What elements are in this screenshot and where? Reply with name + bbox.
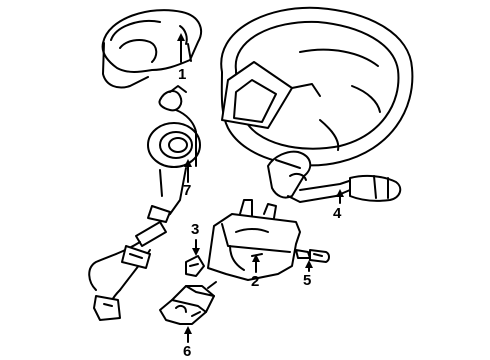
callout-5: 5: [303, 272, 312, 289]
clock-spring-part-7: [88, 85, 201, 321]
callout-7: 7: [183, 182, 192, 199]
callout-3: 3: [191, 221, 200, 238]
steering-wheel: [220, 6, 414, 167]
column-shroud-part-1: [101, 9, 202, 89]
callout-4: 4: [333, 205, 342, 222]
callout-1: 1: [178, 66, 187, 83]
leader-arrow-3: [192, 248, 200, 256]
multifunction-switch-part-4: [267, 150, 402, 203]
bulb-part-5: [295, 249, 330, 263]
callout-2: 2: [251, 273, 260, 290]
leader-arrow-7: [184, 159, 192, 167]
leader-arrow-4: [336, 189, 344, 197]
leader-arrow-6: [184, 326, 192, 334]
leader-arrow-5: [305, 260, 313, 268]
clip-part-3: [185, 255, 205, 277]
leader-arrow-2: [252, 254, 260, 262]
callout-6: 6: [183, 343, 192, 360]
lower-shroud-part-2: [207, 199, 301, 281]
leader-arrow-1: [177, 33, 185, 41]
ignition-module-part-6: [159, 281, 217, 325]
